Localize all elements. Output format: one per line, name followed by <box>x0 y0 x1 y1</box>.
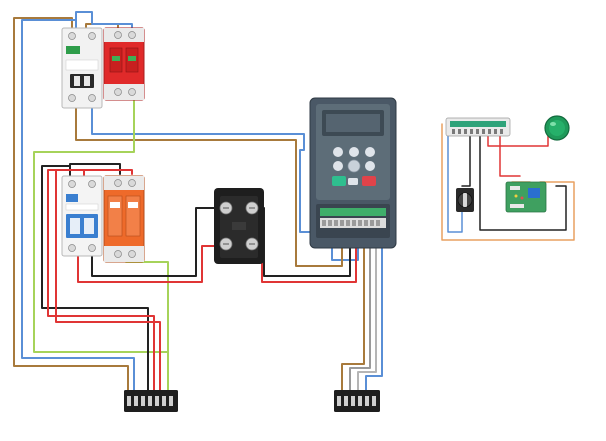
wire-blue-left <box>21 19 135 393</box>
wire-blue-to-inverter <box>91 105 359 261</box>
key-icon <box>365 161 375 171</box>
stop-key-icon <box>362 176 376 186</box>
wire-red-to-rectifier <box>77 245 225 283</box>
key-icon <box>349 147 359 157</box>
wire-red-left-down <box>47 169 155 393</box>
dial-icon <box>347 159 361 173</box>
wire-brown-outer <box>13 17 129 393</box>
wire-grey-inv-out1 <box>349 235 371 393</box>
indicator-lamp <box>544 115 570 141</box>
wire-red-left-down2 <box>55 169 161 393</box>
inverter <box>309 97 397 249</box>
relay-strip <box>445 117 511 137</box>
wire-grey-inv-out2 <box>357 235 377 393</box>
wire-black-ctrl <box>461 133 471 187</box>
key-icon <box>348 178 358 185</box>
breaker-mid <box>61 175 103 257</box>
key-icon <box>333 147 343 157</box>
spd-top-red <box>103 27 145 101</box>
wire-blue-inv-out <box>365 235 383 393</box>
wire-red-ctrl2 <box>499 133 521 177</box>
terminal-block-left <box>124 390 178 412</box>
run-key-icon <box>332 176 346 186</box>
wire-black-left-down <box>41 165 149 393</box>
key-icon <box>333 161 343 171</box>
wire-blue-ctrl <box>447 125 463 233</box>
wire-black-to-rectifier <box>91 207 225 277</box>
spd-mid-orange <box>103 175 145 263</box>
control-board <box>505 181 547 213</box>
key-icon <box>365 147 375 157</box>
wire-orange-ctrl <box>441 123 575 241</box>
selector-switch <box>456 188 474 212</box>
breaker-top <box>61 27 103 109</box>
terminal-block-right <box>334 390 380 412</box>
wire-brown-inv-out <box>341 235 365 393</box>
wire-red-mid-1 <box>83 169 133 177</box>
wire-brown-to-inverter <box>75 105 343 267</box>
wire-black-ctrl2 <box>479 133 567 231</box>
wire-layer <box>13 11 575 393</box>
wire-red-ctrl <box>487 133 549 147</box>
rectifier-module <box>214 188 264 264</box>
wire-green-long <box>33 95 169 393</box>
